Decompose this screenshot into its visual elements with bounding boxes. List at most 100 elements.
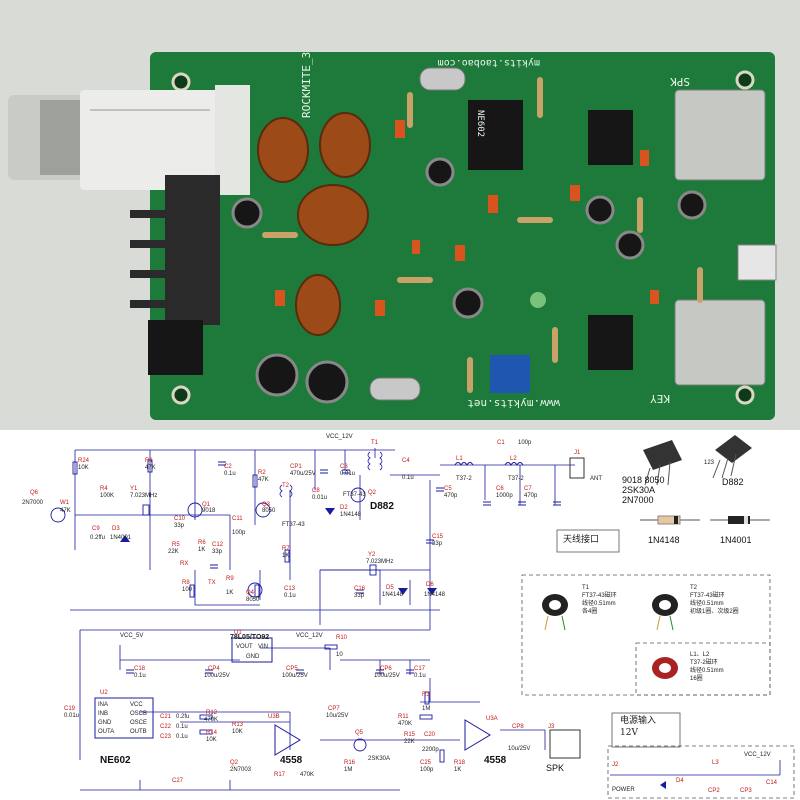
val-q5: 2SK30A — [368, 756, 391, 762]
lbl-c15: C15 — [432, 534, 444, 540]
note-t2-l2: 线径0.51mm — [690, 601, 724, 607]
val-d3: 1N4001 — [110, 535, 132, 541]
lbl-q6: Q6 — [30, 490, 39, 496]
val-c9: 0.2ffu — [90, 535, 105, 541]
ne602-pin-osce: OSCE — [130, 720, 148, 726]
note-t2-l3: 初级1圈、次级2圈 — [690, 609, 739, 615]
lbl-r13: R13 — [232, 722, 244, 728]
val-c22: 0.1u — [176, 724, 188, 730]
lbl-ne602: NE602 — [100, 755, 131, 766]
lbl-cp8: CP8 — [512, 724, 524, 730]
lbl-c23: C23 — [160, 734, 172, 740]
pcb-url-top: mykits.taobao.com — [438, 57, 540, 68]
val-r17: 470K — [300, 772, 315, 778]
lbl-cp5: CP5 — [286, 666, 298, 672]
to92-names: 9018 8050 — [622, 475, 665, 485]
lbl-l1: L1 — [456, 456, 463, 462]
lbl-r1: R1 — [145, 458, 153, 464]
diode-1n4001 — [710, 516, 770, 524]
ne602-pin-outa: OUTA — [98, 729, 115, 735]
val-r6: 1K — [198, 547, 206, 553]
lbl-c2: C2 — [224, 464, 232, 470]
d882-package-label: D882 — [722, 477, 744, 487]
pcb-ic-marking: NE602 — [475, 110, 485, 137]
val-cp7: 10u/25V — [326, 713, 349, 719]
ne602-box — [94, 697, 154, 739]
val-d2: 1N4148 — [340, 512, 362, 518]
val-cp1: 470u/25V — [290, 471, 316, 477]
val-r1: 47K — [145, 465, 156, 471]
lbl-r11: R11 — [398, 714, 409, 720]
note-t1-l1: FT37-43磁环 — [582, 593, 617, 599]
lbl-4558-a: 4558 — [484, 755, 507, 766]
power-label-frame — [611, 712, 681, 748]
diode-1n4001-label: 1N4001 — [720, 535, 752, 545]
val-r2: 47K — [258, 477, 269, 483]
lbl-q4: Q4 — [246, 590, 255, 596]
lbl-y1: Y1 — [130, 486, 138, 492]
antenna-label-frame — [556, 529, 620, 553]
lbl-c25: C25 — [420, 760, 432, 766]
val-c19: 0.01u — [64, 713, 80, 719]
regulator-box — [231, 637, 273, 663]
ne602-pin-outb: OUTB — [130, 729, 147, 735]
lbl-u3b: U3B — [268, 714, 280, 720]
val-c8: 0.01u — [312, 495, 328, 501]
lbl-r8: R8 — [182, 580, 190, 586]
lbl-r17: R17 — [274, 772, 286, 778]
lbl-c7: C7 — [524, 486, 532, 492]
pin-numbers: 123 — [704, 460, 715, 466]
lbl-vcc12v-mid: VCC_12V — [296, 633, 323, 639]
val-c5: 470p — [444, 493, 458, 499]
lbl-c5: C5 — [444, 486, 452, 492]
val-c3: 0.01u — [340, 471, 356, 477]
pcb-key-label: KEY — [650, 392, 670, 405]
val-q6: 2N7000 — [22, 500, 44, 506]
val-c16: 33p — [354, 593, 365, 599]
lbl-r6: R6 — [198, 540, 206, 546]
pcb-model-label: ROCKMITE_3 — [300, 52, 313, 118]
audio-jacks — [674, 89, 766, 386]
pcb-spk-label: SPK — [670, 75, 690, 88]
lbl-c4: C4 — [402, 458, 410, 464]
dip-ics — [468, 100, 633, 370]
diode-1n4148-label: 1N4148 — [648, 535, 680, 545]
lbl-vcc12v-bottom: VCC_12V — [744, 752, 771, 758]
diode-1n4148 — [640, 515, 700, 525]
lbl-c1: C1 — [497, 440, 505, 446]
power-frame — [607, 745, 795, 799]
ne602-pin-oscb: OSCB — [130, 711, 148, 717]
val-l2: T37-2 — [508, 476, 524, 482]
lbl-power: POWER — [612, 787, 635, 793]
power-jack — [148, 320, 203, 375]
lbl-c21: C21 — [160, 714, 172, 720]
val-r12: 470K — [204, 717, 219, 723]
lbl-w1: W1 — [60, 500, 69, 506]
lbl-u3a: U3A — [486, 716, 498, 722]
val-c23: 0.1u — [176, 734, 188, 740]
val-c2: 0.1u — [224, 471, 236, 477]
lbl-c6: C6 — [496, 486, 504, 492]
lbl-cp3: CP3 — [740, 788, 752, 794]
resistors — [262, 77, 703, 393]
ceramic-capacitors — [275, 120, 659, 316]
lbl-rx: RX — [180, 561, 189, 567]
lbl-cp1: CP1 — [290, 464, 302, 470]
note-l-l3: 16圈 — [690, 676, 703, 682]
val-c15: 33p — [432, 541, 443, 547]
val-r8: 100 — [182, 587, 193, 593]
val-c10: 33p — [174, 523, 185, 529]
heatsink — [130, 175, 220, 325]
lbl-q2: Q2 — [368, 490, 377, 496]
val-c13: 0.1u — [284, 593, 296, 599]
lbl-vout: VOUT — [236, 644, 253, 650]
val-q1: 9018 — [202, 508, 216, 514]
lbl-ft37-t1: FT37-43 — [343, 492, 366, 498]
lbl-t1: T1 — [371, 440, 379, 446]
ne602-pin-ina: INA — [98, 702, 109, 708]
lbl-u2: U2 — [100, 690, 108, 696]
lbl-t2: T2 — [282, 483, 290, 489]
lbl-u1: U1 — [234, 630, 242, 636]
bnc-connector — [8, 85, 250, 195]
val-r24: 10K — [78, 465, 89, 471]
